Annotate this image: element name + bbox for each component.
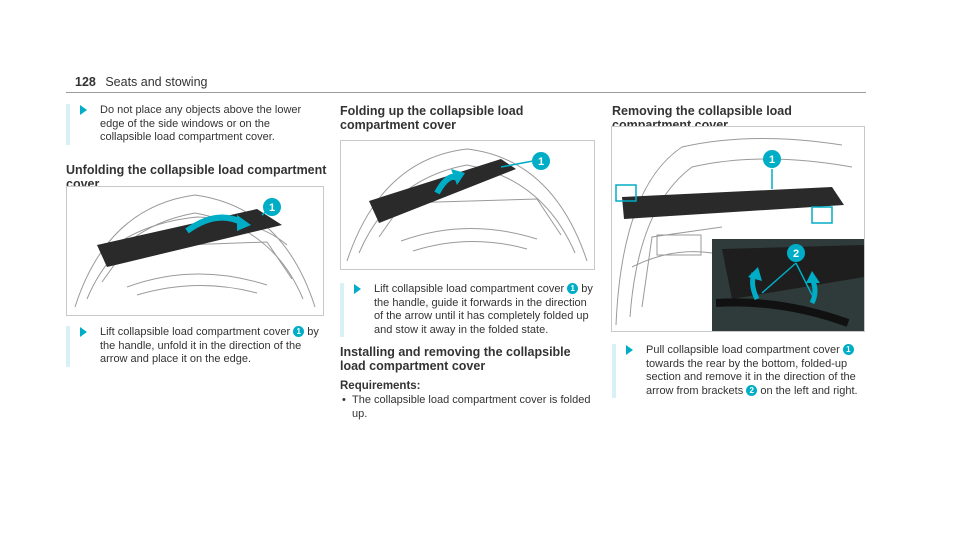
page-header: 128 Seats and stowing — [75, 75, 208, 89]
arrow-icon — [626, 345, 633, 355]
callout-1-marker — [763, 150, 781, 168]
arrow-icon — [354, 284, 361, 294]
callout-1-icon: 1 — [293, 326, 305, 337]
callout-1-label: 1 — [269, 202, 275, 214]
callout-2-icon: 2 — [746, 384, 758, 396]
column-3-step: Pull collapsible load compartment cover … — [612, 344, 870, 398]
callout-1-marker — [532, 152, 550, 170]
column-1: Do not place any objects above the lower… — [66, 104, 324, 145]
section-title: Seats and stowing — [105, 75, 208, 89]
callout-2-marker — [787, 244, 805, 262]
heading-folding-up: Folding up the collapsible load compartm… — [340, 104, 524, 132]
callout-2-label: 2 — [793, 248, 799, 260]
arrow-icon — [80, 105, 87, 115]
callout-1-icon: 1 — [567, 283, 579, 294]
heading-installing-removing: Installing and removing the collapsible … — [340, 345, 571, 373]
column-2-step: Lift collapsible load compartment cover … — [340, 283, 598, 337]
requirements-title: Requirements: — [340, 380, 421, 392]
callout-1-icon: 1 — [842, 344, 854, 355]
callout-1-label: 1 — [769, 154, 775, 166]
page-number: 128 — [75, 75, 96, 89]
callout-1-marker — [263, 198, 281, 216]
instruction-no-objects: Do not place any objects above the lower… — [66, 104, 324, 145]
figure-unfolding: 1 — [66, 186, 324, 316]
instruction-unfold: Lift collapsible load compartment cover … — [66, 326, 324, 367]
callout-1-label: 1 — [538, 156, 544, 168]
column-1-step: Lift collapsible load compartment cover … — [66, 326, 324, 367]
arrow-icon — [80, 327, 87, 337]
figure-removing: 1 2 — [611, 126, 865, 332]
instruction-fold: Lift collapsible load compartment cover … — [340, 283, 598, 337]
instruction-remove: Pull collapsible load compartment cover … — [612, 344, 870, 398]
bullet-icon: • — [342, 394, 346, 406]
header-rule — [66, 92, 866, 93]
requirement-item: • The collapsible load compartment cover… — [342, 394, 591, 420]
figure-folding-up: 1 — [340, 140, 595, 270]
